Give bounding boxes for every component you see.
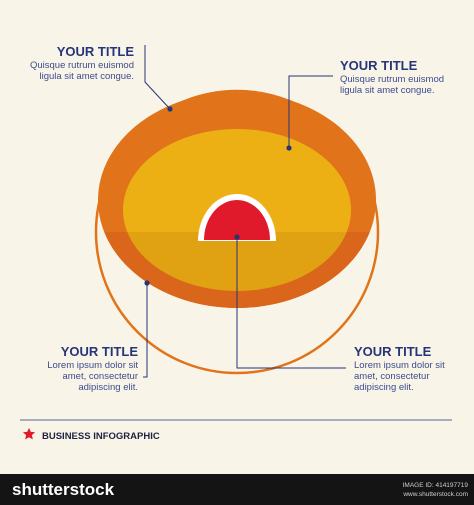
block-title: YOUR TITLE <box>60 344 138 359</box>
brand-logo: shutterstock <box>12 480 115 499</box>
leader-dot-top-left <box>167 106 173 112</box>
info-block-top-left: YOUR TITLE Quisque rutrum euismod ligula… <box>20 44 134 82</box>
image-id: IMAGE ID: 414197719 <box>402 482 468 489</box>
block-text-line: Quisque rutrum euismod <box>340 74 445 85</box>
image-id-info: IMAGE ID: 414197719 www.shutterstock.com <box>403 481 468 499</box>
leader-dot-top-right <box>286 145 292 151</box>
leader-dot-bottom-right <box>234 234 240 240</box>
block-text: Quisque rutrum euismod ligula sit amet c… <box>20 60 134 82</box>
block-text-line: Quisque rutrum euismod <box>29 60 134 71</box>
block-text-line: amet, consectetur <box>354 371 430 382</box>
leader-line-bottom-left <box>143 283 148 378</box>
block-title: YOUR TITLE <box>354 344 432 359</box>
block-text: Quisque rutrum euismod ligula sit amet c… <box>340 74 465 96</box>
bottom-bar: shutterstock IMAGE ID: 414197719 www.shu… <box>0 474 474 505</box>
outer-ring <box>94 89 380 375</box>
footer-label: BUSINESS INFOGRAPHIC <box>42 431 160 442</box>
leader-lines <box>143 45 346 378</box>
block-text-line: Lorem ipsum dolor sit <box>47 360 138 371</box>
leader-dots <box>144 106 292 286</box>
info-block-bottom-left: YOUR TITLE Lorem ipsum dolor sit amet, c… <box>20 344 138 393</box>
info-block-top-right: YOUR TITLE Quisque rutrum euismod ligula… <box>340 58 465 96</box>
block-title: YOUR TITLE <box>56 44 134 59</box>
block-text: Lorem ipsum dolor sit amet, consectetur … <box>354 360 469 393</box>
block-title: YOUR TITLE <box>340 58 418 73</box>
block-text-line: Lorem ipsum dolor sit <box>354 360 445 371</box>
block-text: Lorem ipsum dolor sit amet, consectetur … <box>20 360 138 393</box>
leader-dot-bottom-left <box>144 280 150 286</box>
core <box>204 200 270 240</box>
star-icon <box>22 427 36 440</box>
block-text-line: amet, consectetur <box>62 371 138 382</box>
block-text-line: ligula sit amet congue. <box>340 85 435 96</box>
block-text-line: adipiscing elit. <box>354 382 414 393</box>
leader-line-top-left <box>144 45 171 110</box>
info-block-bottom-right: YOUR TITLE Lorem ipsum dolor sit amet, c… <box>354 344 469 393</box>
site-url: www.shutterstock.com <box>403 491 468 498</box>
leader-line-bottom-right <box>236 237 346 369</box>
block-text-line: adipiscing elit. <box>78 382 138 393</box>
block-text-line: ligula sit amet congue. <box>39 71 134 82</box>
leader-line-top-right <box>288 75 333 148</box>
